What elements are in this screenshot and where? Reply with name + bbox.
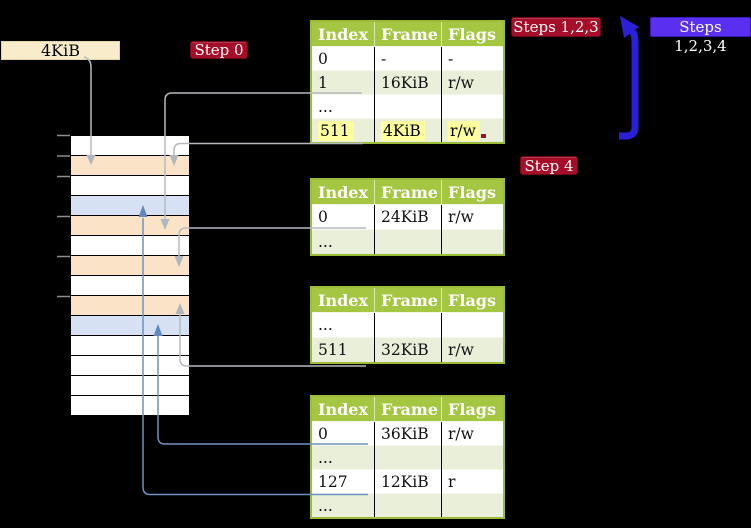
steps-1-2-3-badge: Steps 1,2,3	[511, 17, 601, 37]
index-header: Index	[311, 21, 375, 47]
flags-cell	[441, 312, 504, 338]
table-row: 127 12KiB r	[311, 469, 504, 494]
memory-row	[71, 236, 189, 256]
frame-cell: 4KiB	[374, 118, 442, 143]
flags-cell: -	[441, 46, 504, 71]
index-header: Index	[311, 287, 375, 313]
index-cell: 511	[311, 118, 375, 143]
highlight: 511	[318, 120, 354, 141]
index-cell: 1	[311, 70, 375, 95]
wire-table1-row511-to-row2	[173, 142, 363, 156]
memory-row	[71, 136, 189, 156]
flags-header: Flags	[441, 21, 504, 47]
page-table-3: Index Frame Flags ... 511 32KiB r/w	[310, 286, 505, 364]
flags-header: Flags	[441, 179, 504, 205]
frame-cell	[374, 493, 442, 518]
thick-loop-arrow	[619, 16, 639, 140]
table-row-highlighted: 511 4KiB r/w	[311, 118, 504, 143]
steps-1-2-3-4-badge: Steps 1,2,3,4	[650, 17, 751, 55]
frame-cell: 12KiB	[374, 469, 442, 494]
table-row: 0 - -	[311, 46, 504, 71]
highlight: r/w	[448, 120, 480, 141]
frame-cell: 16KiB	[374, 70, 442, 95]
table-row: ...	[311, 312, 504, 338]
index-header: Index	[311, 396, 375, 422]
frame-header: Frame	[374, 396, 442, 422]
memory-row	[71, 176, 189, 196]
flags-cell	[441, 94, 504, 119]
memory-row	[71, 256, 189, 276]
table-row: ...	[311, 493, 504, 518]
index-cell: ...	[311, 445, 375, 470]
row-511-marker	[481, 134, 486, 138]
index-header: Index	[311, 179, 375, 205]
page-table-4: Index Frame Flags 0 36KiB r/w ... 127 12…	[310, 395, 505, 519]
page-table-2: Index Frame Flags 0 24KiB r/w ...	[310, 178, 505, 256]
memory-row	[71, 336, 189, 356]
memory-tick-marks	[57, 134, 70, 298]
index-cell: 0	[311, 46, 375, 71]
index-cell: ...	[311, 94, 375, 119]
table-row: 1 16KiB r/w	[311, 70, 504, 95]
index-cell: ...	[311, 312, 375, 338]
table-row: 0 36KiB r/w	[311, 421, 504, 446]
memory-row	[71, 316, 189, 336]
flags-header: Flags	[441, 396, 504, 422]
frame-cell	[374, 229, 442, 255]
flags-cell: r/w	[441, 118, 504, 143]
table-row: ...	[311, 229, 504, 255]
table-header-row: Index Frame Flags	[311, 287, 504, 313]
memory-row	[71, 156, 189, 176]
step4-badge: Step 4	[520, 156, 578, 175]
table-row: ...	[311, 94, 504, 119]
frame-cell	[374, 445, 442, 470]
table-row: ...	[311, 445, 504, 470]
memory-row	[71, 196, 189, 216]
step0-badge: Step 0	[190, 41, 248, 59]
index-cell: 0	[311, 421, 375, 446]
frame-header: Frame	[374, 21, 442, 47]
frame-header: Frame	[374, 287, 442, 313]
memory-row	[71, 396, 189, 415]
flags-header: Flags	[441, 287, 504, 313]
flags-cell	[441, 493, 504, 518]
memory-row	[71, 376, 189, 396]
table-header-row: Index Frame Flags	[311, 179, 504, 205]
memory-column	[70, 135, 190, 416]
index-cell: 127	[311, 469, 375, 494]
index-cell: ...	[311, 229, 375, 255]
memory-row	[71, 276, 189, 296]
flags-cell: r/w	[441, 421, 504, 446]
index-cell: 0	[311, 204, 375, 230]
arrow-up-left-icon	[620, 16, 639, 38]
page-size-label: 4KiB	[1, 41, 120, 60]
memory-row	[71, 216, 189, 236]
frame-cell: 32KiB	[374, 337, 442, 363]
index-cell: 511	[311, 337, 375, 363]
flags-cell	[441, 445, 504, 470]
flags-cell: r/w	[441, 337, 504, 363]
frame-cell: -	[374, 46, 442, 71]
flags-cell: r/w	[441, 204, 504, 230]
highlight: 4KiB	[381, 120, 425, 141]
frame-cell: 36KiB	[374, 421, 442, 446]
table-row: 0 24KiB r/w	[311, 204, 504, 230]
flags-cell: r	[441, 469, 504, 494]
table-header-row: Index Frame Flags	[311, 21, 504, 47]
index-cell: ...	[311, 493, 375, 518]
flags-cell: r/w	[441, 70, 504, 95]
flags-cell	[441, 229, 504, 255]
frame-cell	[374, 312, 442, 338]
page-table-1: Index Frame Flags 0 - - 1 16KiB r/w ... …	[310, 20, 505, 144]
frame-header: Frame	[374, 179, 442, 205]
memory-row	[71, 296, 189, 316]
frame-cell	[374, 94, 442, 119]
table-header-row: Index Frame Flags	[311, 396, 504, 422]
table-row: 511 32KiB r/w	[311, 337, 504, 363]
frame-cell: 24KiB	[374, 204, 442, 230]
memory-row	[71, 356, 189, 376]
